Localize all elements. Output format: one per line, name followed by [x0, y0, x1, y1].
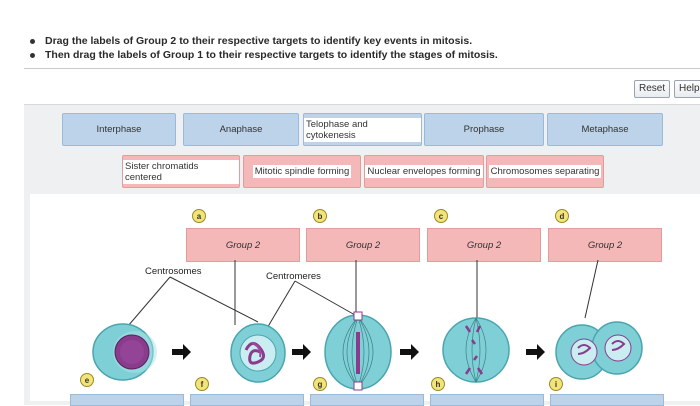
badge-g: g [313, 377, 327, 391]
centromeres-label: Centromeres [266, 271, 321, 282]
badge-b: b [313, 209, 327, 223]
label-text: Anaphase [219, 124, 263, 135]
label-text: Prophase [463, 124, 505, 135]
cell-interphase [92, 323, 157, 381]
group1-label-telophase[interactable]: Telophase and cytokenesis [303, 113, 422, 146]
badge-c: c [434, 209, 448, 223]
cell-prophase [230, 323, 286, 383]
bullet-icon [30, 38, 35, 44]
badge-f: f [195, 377, 209, 391]
cell-telophase [555, 321, 643, 380]
divider [24, 68, 700, 69]
badge-i: i [549, 377, 563, 391]
centrosomes-label: Centrosomes [145, 266, 202, 277]
target-text: Group 2 [345, 239, 381, 251]
group2-label-chromosomes-separating[interactable]: Chromosomes separating [486, 155, 604, 188]
label-text: Chromosomes separating [488, 165, 602, 178]
label-text: Nuclear envelopes forming [365, 165, 483, 178]
target-g[interactable] [310, 394, 424, 406]
help-button[interactable]: Help [674, 80, 700, 98]
target-h[interactable] [430, 394, 544, 406]
arrow-icon [526, 344, 545, 360]
group2-label-nuclear-envelopes[interactable]: Nuclear envelopes forming [364, 155, 484, 188]
target-e[interactable] [70, 394, 184, 406]
group2-label-spindle-forming[interactable]: Mitotic spindle forming [243, 155, 361, 188]
arrow-icon [292, 344, 311, 360]
badge-d: d [555, 209, 569, 223]
badge-e: e [80, 373, 94, 387]
instruction-text-1: Drag the labels of Group 2 to their resp… [45, 35, 473, 47]
group2-label-sister-chromatids[interactable]: Sister chromatids centered [122, 155, 240, 188]
target-text: Group 2 [466, 239, 502, 251]
group1-label-metaphase[interactable]: Metaphase [547, 113, 663, 146]
reset-button[interactable]: Reset [634, 80, 671, 98]
badge-h: h [431, 377, 445, 391]
label-text: Metaphase [581, 124, 629, 135]
instruction-text-2: Then drag the labels of Group 1 to their… [45, 49, 498, 61]
instructions: Drag the labels of Group 2 to their resp… [30, 34, 670, 62]
cell-anaphase [442, 317, 510, 383]
group1-label-anaphase[interactable]: Anaphase [183, 113, 299, 146]
bullet-icon [30, 52, 35, 58]
cell-metaphase [324, 311, 392, 391]
label-text: Telophase and cytokenesis [304, 117, 421, 142]
label-text: Mitotic spindle forming [252, 165, 352, 178]
target-a[interactable]: Group 2 [186, 228, 300, 262]
target-c[interactable]: Group 2 [427, 228, 541, 262]
target-d[interactable]: Group 2 [548, 228, 662, 262]
group1-label-prophase[interactable]: Prophase [424, 113, 544, 146]
group1-label-interphase[interactable]: Interphase [62, 113, 176, 146]
instruction-line-1: Drag the labels of Group 2 to their resp… [30, 34, 670, 48]
label-text: Interphase [96, 124, 142, 135]
arrow-icon [400, 344, 419, 360]
target-b[interactable]: Group 2 [306, 228, 420, 262]
target-f[interactable] [190, 394, 304, 406]
arrow-icon [172, 344, 191, 360]
instruction-line-2: Then drag the labels of Group 1 to their… [30, 48, 670, 62]
target-text: Group 2 [587, 239, 623, 251]
badge-a: a [192, 209, 206, 223]
label-text: Sister chromatids centered [123, 159, 239, 184]
target-i[interactable] [550, 394, 664, 406]
target-text: Group 2 [225, 239, 261, 251]
